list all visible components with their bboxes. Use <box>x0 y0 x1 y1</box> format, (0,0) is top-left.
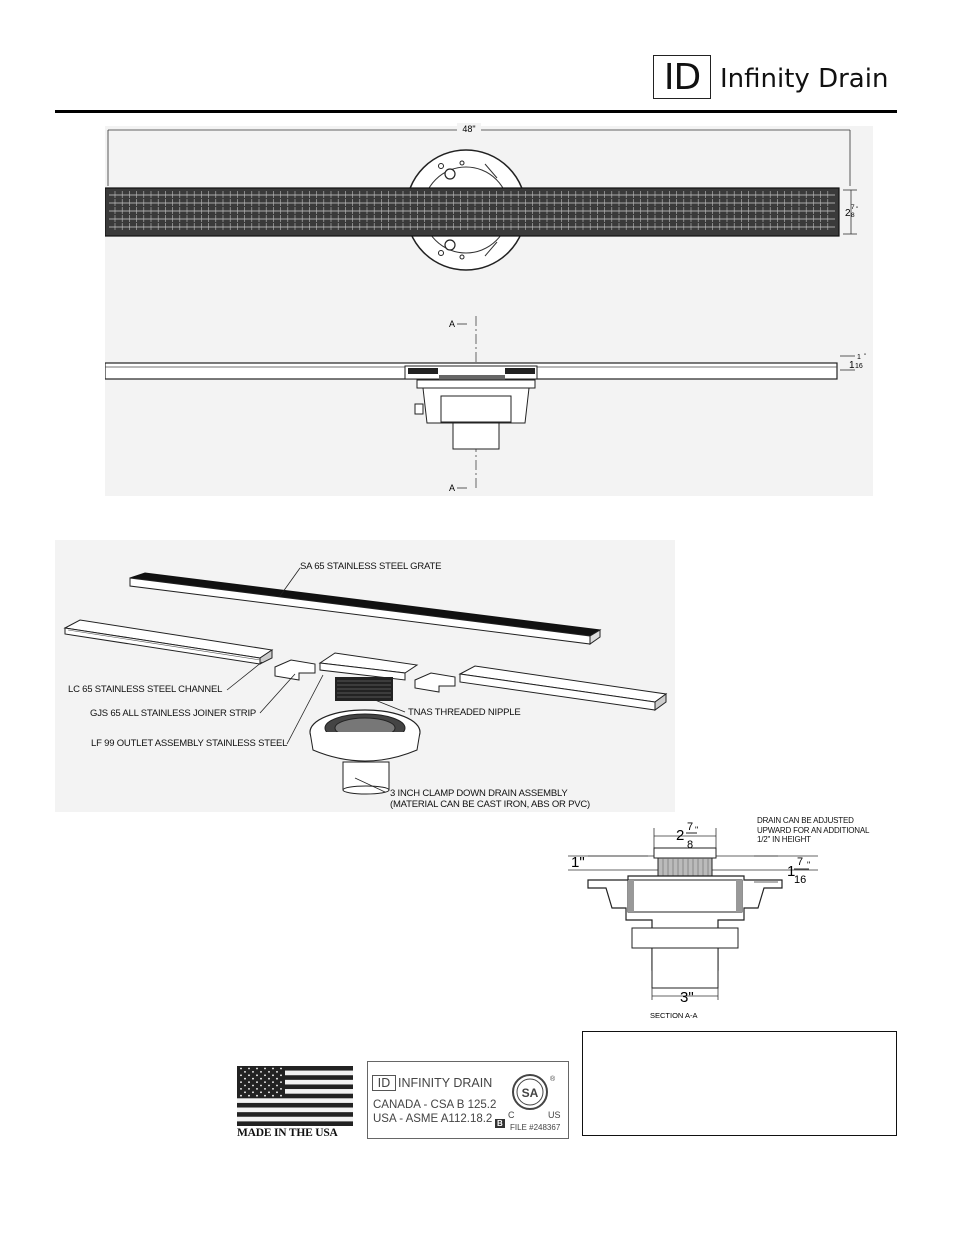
callout-clamp-drain: 3 INCH CLAMP DOWN DRAIN ASSEMBLY <box>390 788 568 799</box>
callout-grate: SA 65 STAINLESS STEEL GRATE <box>300 561 442 572</box>
section-aa-drawing: 2 7 8 " 1" 1 7 16 " 3" SECTION A-A <box>568 821 818 1020</box>
callout-channel: LC 65 STAINLESS STEEL CHANNEL <box>68 684 223 695</box>
csa-logo: SA ® C US <box>508 1074 561 1120</box>
section-right-dim-unit: " <box>807 860 810 870</box>
csa-registered: ® <box>550 1075 556 1083</box>
section-right-dim-den: 16 <box>794 874 806 886</box>
cert-mark-b: B <box>495 1119 505 1128</box>
callout-outlet-assembly: LF 99 OUTLET ASSEMBLY STAINLESS STEEL <box>91 738 288 749</box>
header-rule <box>55 110 897 113</box>
callout-clamp-drain-material: (MATERIAL CAN BE CAST IRON, ABS OR PVC) <box>390 799 591 810</box>
exploded-view-drawing <box>55 540 675 812</box>
csa-c: C <box>508 1110 515 1120</box>
side-height-dim-num: 1 <box>857 354 861 361</box>
height-dim-unit: " <box>856 207 858 213</box>
section-top-dim-den: 8 <box>687 839 693 851</box>
cert-logo-mark: ID <box>372 1075 396 1091</box>
side-height-dim-unit: " <box>864 354 866 360</box>
section-top-dim-unit: " <box>695 825 698 835</box>
brand-name: Infinity Drain <box>720 64 889 94</box>
section-left-dim: 1" <box>571 854 585 871</box>
callout-joiner-strip: GJS 65 ALL STAINLESS JOINER STRIP <box>90 708 257 719</box>
side-height-dim-whole: 1 <box>849 360 855 371</box>
side-height-dim-den: 16 <box>855 363 863 370</box>
section-marker-bottom: A <box>449 483 455 493</box>
width-dimension: 48" <box>462 124 475 134</box>
height-dim-num: 7 <box>851 204 855 211</box>
cert-canada-line: CANADA - CSA B 125.2 <box>373 1099 497 1111</box>
made-in-usa-caption: MADE IN THE USA <box>237 1127 338 1139</box>
csa-us: US <box>548 1110 561 1120</box>
section-top-dim-whole: 2 <box>676 827 684 844</box>
top-view-drawing: 48" 2 7 8 " A A 1 1 16 " <box>105 123 873 496</box>
cert-file-number: FILE #248367 <box>510 1123 561 1132</box>
cert-usa-line: USA - ASME A112.18.2 <box>373 1113 493 1125</box>
section-top-dim-num: 7 <box>687 821 693 833</box>
height-dim-den: 8 <box>851 212 855 219</box>
section-adjust-note: DRAIN CAN BE ADJUSTED UPWARD FOR AN ADDI… <box>757 816 870 844</box>
usa-flag-image <box>237 1066 353 1126</box>
csa-mark: SA <box>522 1086 539 1100</box>
section-right-dim-whole: 1 <box>787 863 795 880</box>
grate-top-view <box>105 187 840 237</box>
info-box <box>582 1031 897 1136</box>
logo-id-text: ID <box>663 56 701 98</box>
callout-threaded-nipple: TNAS THREADED NIPPLE <box>408 707 521 718</box>
section-marker-top: A <box>449 319 455 329</box>
brand-logo-mark: ID <box>653 55 711 99</box>
cert-logo-id: ID <box>377 1076 391 1090</box>
certification-box: ID INFINITY DRAIN CANADA - CSA B 125.2 U… <box>367 1061 569 1139</box>
height-dim-whole: 2 <box>845 208 851 219</box>
section-right-dim-num: 7 <box>797 856 803 868</box>
section-caption: SECTION A-A <box>650 1011 698 1020</box>
section-bottom-dim: 3" <box>680 989 694 1006</box>
cert-brand: INFINITY DRAIN <box>398 1076 493 1090</box>
